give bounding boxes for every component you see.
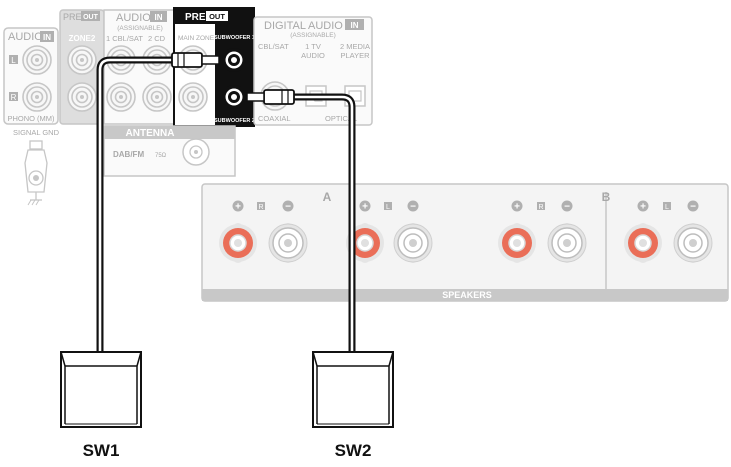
main-zone-label: MAIN ZONE <box>178 35 215 42</box>
signal-gnd-label: SIGNAL GND <box>13 128 60 137</box>
signal-gnd-section: SIGNAL GND <box>13 128 60 206</box>
main-out-badge: OUT <box>209 12 225 21</box>
zone2-label: ZONE2 <box>69 34 96 43</box>
r-mark: R <box>258 204 263 211</box>
subwoofer-icon <box>60 351 142 428</box>
digital-audio-subtitle: (ASSIGNABLE) <box>290 32 336 39</box>
tv-audio-number: 1 TV <box>305 42 321 51</box>
speakers-label: SPEAKERS <box>442 290 492 300</box>
coaxial-label: COAXIAL <box>258 114 291 123</box>
cd-jack-label: 2 CD <box>148 34 166 43</box>
main-zone-r-jack[interactable] <box>178 82 208 112</box>
media-player-number: 2 MEDIA <box>340 42 370 51</box>
phono-l-jack[interactable] <box>22 45 52 75</box>
speaker-a-l-minus-terminal[interactable] <box>393 222 433 264</box>
subwoofer2-cable <box>246 89 356 352</box>
plus-mark: + <box>235 202 241 213</box>
minus-mark: − <box>285 202 291 213</box>
antenna-ohm-label: 75Ω <box>155 153 167 159</box>
zone2-l-jack[interactable] <box>67 45 97 75</box>
optical-label: OPTICAL <box>325 114 357 123</box>
antenna-title: ANTENNA <box>126 128 175 139</box>
minus-mark: − <box>564 202 570 213</box>
assignable-audio-badge: IN <box>155 13 163 22</box>
digital-audio-title: DIGITAL AUDIO <box>264 20 343 32</box>
audio-in-badge: IN <box>43 33 51 42</box>
main-pre-title: PRE <box>185 12 206 23</box>
assignable-audio-title: AUDIO <box>116 12 151 24</box>
minus-mark: − <box>690 202 696 213</box>
assignable-audio-subtitle: (ASSIGNABLE) <box>117 25 163 32</box>
zone2-pre-title: PRE <box>63 12 82 22</box>
tv-audio-label: AUDIO <box>301 51 325 60</box>
speaker-b-l-minus-terminal[interactable] <box>673 222 713 264</box>
l-mark: L <box>665 204 669 211</box>
speakers-section: SPEAKERS A B + R − + L − + R − + L − <box>201 183 729 302</box>
zone2-r-jack[interactable] <box>67 82 97 112</box>
audio-in-l-mark: L <box>11 56 16 65</box>
antenna-section: ANTENNA DAB/FM 75Ω <box>103 125 236 177</box>
sw2-label: SW2 <box>335 441 372 460</box>
audio-in-title: AUDIO <box>8 31 43 43</box>
speaker-a-r-minus-terminal[interactable] <box>268 222 308 264</box>
cbl-sat-jack-label: 1 CBL/SAT <box>106 34 143 43</box>
digital-audio-badge: IN <box>351 21 359 30</box>
zone2-out-badge: OUT <box>83 14 99 21</box>
pre-out-main-section: PRE OUT MAIN ZONE SUBWOOFER 1 SUBWOOFER … <box>173 7 255 127</box>
zone-a-label: A <box>323 190 332 204</box>
subwoofer2-label: SUBWOOFER 2 <box>214 118 255 124</box>
subwoofer1-cable <box>96 52 220 352</box>
sw2-rca-plug <box>263 89 295 105</box>
l-mark: L <box>386 204 390 211</box>
subwoofer1-jack[interactable] <box>222 48 246 72</box>
cd-r-jack[interactable] <box>142 82 172 112</box>
sw1-label: SW1 <box>83 441 120 460</box>
media-player-label: PLAYER <box>340 51 370 60</box>
speaker-b-r-minus-terminal[interactable] <box>547 222 587 264</box>
subwoofer1-label: SUBWOOFER 1 <box>214 35 255 41</box>
audio-in-phono-section: AUDIO IN L R PHONO (MM) <box>3 27 59 125</box>
subwoofer-sw2: SW2 <box>312 351 394 460</box>
plus-mark: + <box>362 202 368 213</box>
plus-mark: + <box>514 202 520 213</box>
cbl-sat-r-jack[interactable] <box>106 82 136 112</box>
zone-b-label: B <box>602 190 611 204</box>
audio-in-r-mark: R <box>11 93 17 102</box>
phono-r-jack[interactable] <box>22 82 52 112</box>
coax-cbl-sat-label: CBL/SAT <box>258 42 289 51</box>
subwoofer-sw1: SW1 <box>60 351 142 460</box>
pre-out-zone2-section: PRE OUT ZONE2 <box>59 9 105 125</box>
subwoofer-icon <box>312 351 394 428</box>
audio-in-assignable-section: AUDIO IN (ASSIGNABLE) 1 CBL/SAT 2 CD <box>103 9 175 125</box>
dab-fm-label: DAB/FM <box>113 150 144 159</box>
subwoofer2-jack[interactable] <box>222 85 246 109</box>
minus-mark: − <box>410 202 416 213</box>
sw1-rca-plug <box>171 52 203 68</box>
phono-label: PHONO (MM) <box>7 114 55 123</box>
r-mark: R <box>538 204 543 211</box>
plus-mark: + <box>640 202 646 213</box>
